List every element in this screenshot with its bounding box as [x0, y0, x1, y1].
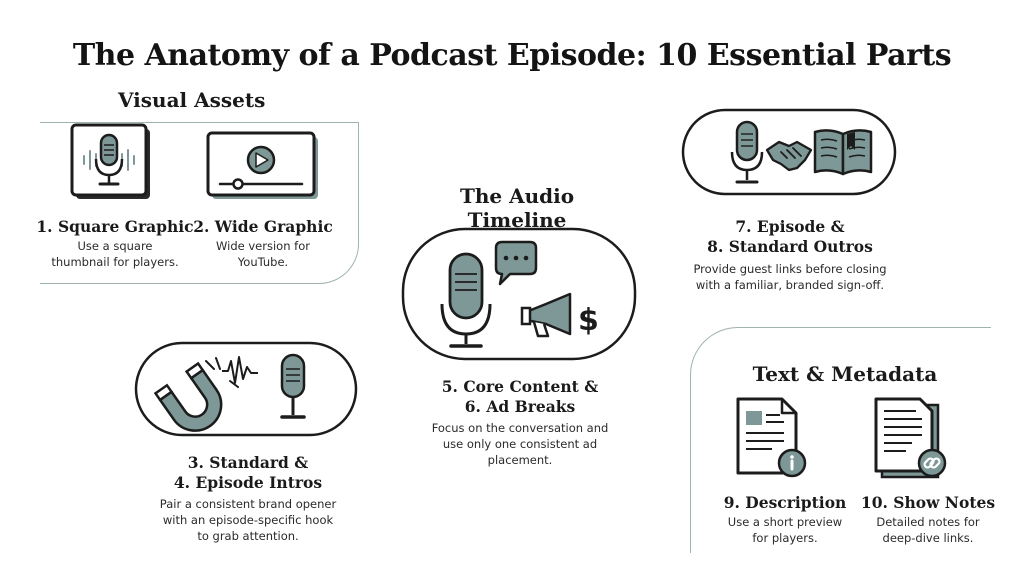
soundwave-icon	[222, 356, 258, 384]
description-document	[736, 397, 807, 478]
wide-graphic-heading: 2. Wide Graphic	[193, 217, 333, 236]
core-heading-line: 6. Ad Breaks	[464, 397, 576, 416]
description-heading: 9. Description	[723, 493, 847, 512]
text-metadata-frame	[690, 327, 991, 553]
outros-heading-line: 7. Episode &	[735, 217, 845, 236]
document-info-icon	[777, 448, 807, 478]
intros-heading-line: 3. Standard &	[187, 453, 309, 472]
document-link-icon	[917, 448, 947, 478]
dollar-icon: $	[578, 303, 599, 338]
intros-pill	[134, 341, 358, 437]
outros-desc-line: with a familiar, branded sign-off.	[695, 278, 885, 292]
magnet-icon	[153, 361, 223, 432]
show-notes-document	[874, 397, 947, 479]
outros-heading-line: 8. Standard Outros	[707, 237, 873, 256]
visual-assets-frame	[40, 122, 359, 284]
page-title: The Anatomy of a Podcast Episode: 10 Ess…	[72, 38, 952, 73]
section-audio-timeline: The Audio Timeline	[459, 184, 575, 232]
chat-bubble-icon	[494, 240, 538, 286]
core-heading-line: 5. Core Content &	[441, 377, 599, 396]
description-desc-line: for players.	[752, 531, 818, 545]
square-graphic-desc-line: thumbnail for players.	[51, 255, 179, 269]
outros-desc-line: Provide guest links before closing	[693, 262, 887, 276]
intros-heading-line: 4. Episode Intros	[173, 473, 323, 492]
section-visual-assets: Visual Assets	[118, 88, 266, 112]
wide-graphic-thumbnail	[206, 131, 318, 199]
square-graphic-heading: 1. Square Graphic	[36, 217, 194, 236]
outros-pill	[681, 108, 897, 196]
intros-desc-line: Pair a consistent brand opener	[159, 497, 337, 511]
book-icon	[813, 129, 873, 176]
description-desc-line: Use a short preview	[727, 515, 843, 529]
intros-desc-line: to grab attention.	[197, 529, 299, 543]
microphone-icon	[440, 252, 492, 348]
show-notes-heading: 10. Show Notes	[860, 493, 996, 512]
show-notes-desc-line: Detailed notes for	[876, 515, 980, 529]
core-desc-line: use only one consistent ad	[442, 437, 598, 451]
intros-desc-line: with an episode-specific hook	[162, 513, 334, 527]
microphone-icon	[730, 120, 764, 184]
core-desc-line: placement.	[487, 453, 553, 467]
handshake-icon	[765, 140, 813, 172]
megaphone-icon	[520, 292, 572, 338]
square-graphic-thumbnail	[70, 123, 150, 199]
show-notes-desc-line: deep-dive links.	[882, 531, 974, 545]
wide-graphic-desc-line: Wide version for	[216, 239, 310, 253]
play-icon	[246, 145, 276, 175]
section-text-metadata: Text & Metadata	[752, 362, 938, 386]
core-desc-line: Focus on the conversation and	[431, 421, 609, 435]
microphone-icon	[94, 133, 124, 186]
core-content-pill: $	[401, 227, 637, 361]
square-graphic-desc-line: Use a square	[77, 239, 153, 253]
microphone-icon	[280, 353, 306, 419]
wide-graphic-desc-line: YouTube.	[237, 255, 289, 269]
